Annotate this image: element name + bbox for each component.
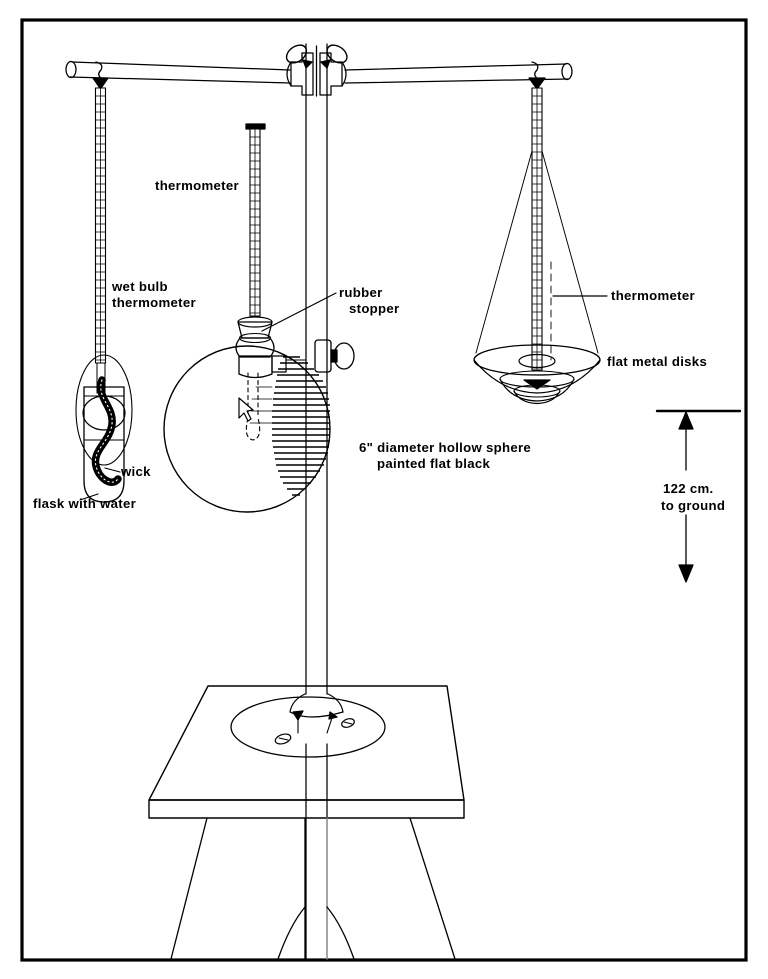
leader-flask: [79, 493, 99, 501]
thermometer-bulb-shield: [75, 354, 133, 466]
hollow-sphere: [163, 345, 331, 513]
label-flat-metal-disks: flat metal disks: [607, 354, 707, 369]
leader-wick: [104, 467, 121, 473]
label-rubber-stopper-line1: rubber: [339, 285, 383, 300]
label-rubber-stopper-line2: stopper: [349, 301, 399, 316]
label-wet-bulb-thermometer-line2: thermometer: [112, 295, 196, 310]
table-legs: [170, 817, 456, 960]
label-thermometer-center: thermometer: [155, 178, 239, 193]
label-sphere-callout-line1: 6" diameter hollow sphere: [359, 440, 531, 455]
wing-nut-left[interactable]: [283, 41, 313, 69]
dimension-arrow-up: [678, 411, 694, 430]
bulb-pointer-arrow: [238, 397, 254, 422]
label-thermometer-right: thermometer: [611, 288, 695, 303]
flat-metal-disk-top: [473, 344, 601, 394]
figure-frame-border: [20, 18, 748, 962]
table-front-edge: [148, 799, 465, 819]
pole-thumbscrew[interactable]: [314, 339, 355, 373]
flat-disks-assembly: [473, 61, 601, 405]
sphere-black-hatching: [272, 356, 330, 496]
dimension-arrow-down: [678, 564, 694, 583]
thermometer-scale-center: [249, 128, 261, 317]
table: [148, 685, 465, 960]
wing-nut-right[interactable]: [320, 41, 350, 69]
label-height-dimension-line1: 122 cm.: [663, 481, 714, 496]
sphere-hatching-light: [249, 386, 273, 424]
leader-rubber-stopper: [261, 292, 337, 332]
label-wet-bulb-thermometer-line1: wet bulb: [111, 279, 168, 294]
diagram-labels: thermometer wet bulb thermometer wick fl…: [33, 178, 725, 513]
leader-lines: [79, 292, 608, 501]
label-flask-with-water: flask with water: [33, 496, 136, 511]
rubber-stopper: [235, 316, 275, 358]
thermometer-scale-left: [94, 87, 107, 364]
label-sphere-callout-line2: painted flat black: [377, 456, 490, 471]
label-wick: wick: [120, 464, 151, 479]
label-height-dimension-line2: to ground: [661, 498, 725, 513]
wet-bulb-thermometer-assembly: [75, 61, 133, 503]
sphere-thermometer-assembly: [245, 123, 266, 317]
stand-tripod-feet: [277, 906, 355, 960]
stand-base-plate: [230, 693, 386, 758]
flat-metal-disk-bottom: [513, 384, 561, 405]
height-dimension-annotation: [655, 409, 742, 583]
thermometer-scale-right: [531, 87, 543, 371]
